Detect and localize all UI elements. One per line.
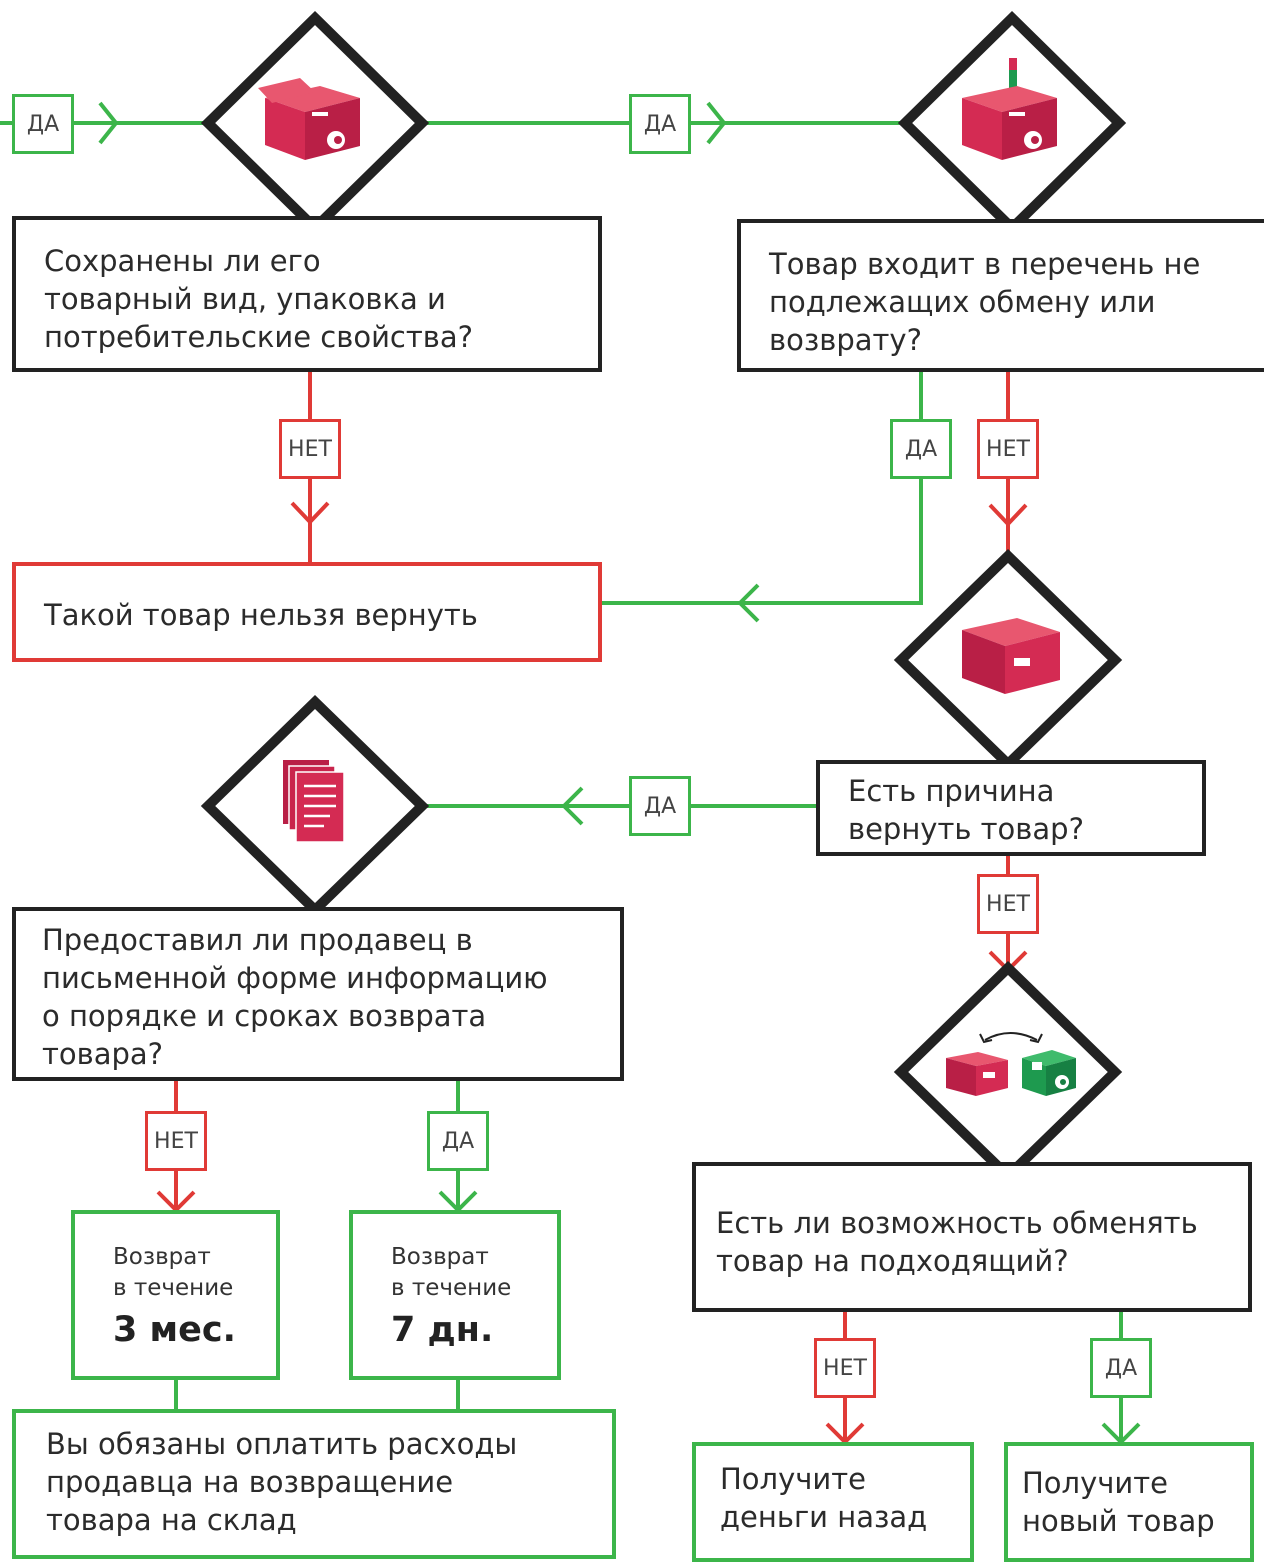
- result-box-7-days: Возврат в течение 7 дн.: [349, 1210, 561, 1380]
- result-text-cannot-return: Такой товар нельзя вернуть: [44, 598, 478, 632]
- red-box-rst-icon: [258, 78, 360, 160]
- arrow-q1-q2: [706, 101, 727, 145]
- arrow-q2-no: [988, 503, 1028, 527]
- question-text-q5: Есть ли возможность обменять товар на по…: [716, 1206, 1198, 1278]
- arrow-q2-yes: [737, 583, 760, 623]
- arrow-entry: [98, 101, 119, 145]
- question-box-q4: Предоставил ли продавец в письменной фор…: [12, 907, 624, 1081]
- question-box-q3: Есть причина вернуть товар?: [816, 760, 1206, 856]
- exchange-boxes-icon: [946, 1032, 1076, 1096]
- no-tag-q1: НЕТ: [279, 419, 341, 479]
- no-tag-q2: НЕТ: [977, 419, 1039, 479]
- result-7d-caption: Возврат в течение: [391, 1244, 512, 1301]
- documents-icon: [283, 760, 345, 843]
- yes-tag-q1: ДА: [629, 94, 691, 154]
- arrow-q1-no: [290, 501, 330, 525]
- no-tag-q4: НЕТ: [145, 1111, 207, 1171]
- arrow-q3-yes: [561, 786, 584, 826]
- result-text-new-item: Получите новый товар: [1022, 1466, 1215, 1538]
- result-box-cannot-return: Такой товар нельзя вернуть: [12, 562, 602, 662]
- question-text-q4: Предоставил ли продавец в письменной фор…: [42, 923, 548, 1071]
- yes-tag-q2: ДА: [890, 419, 952, 479]
- result-box-pay-costs: Вы обязаны оплатить расходы продавца на …: [12, 1409, 616, 1559]
- result-text-money-back: Получите деньги назад: [720, 1462, 928, 1534]
- yes-tag-q4: ДА: [427, 1111, 489, 1171]
- question-text-q1: Сохранены ли его товарный вид, упаковка …: [44, 244, 474, 354]
- connector-q2-yes: [602, 372, 923, 605]
- question-text-q3: Есть причина вернуть товар?: [848, 774, 1084, 846]
- result-text-pay-costs: Вы обязаны оплатить расходы продавца на …: [46, 1427, 518, 1537]
- red-box-banned-icon: [962, 58, 1057, 160]
- question-box-q1: Сохранены ли его товарный вид, упаковка …: [12, 216, 602, 372]
- result-box-new-item: Получите новый товар: [1004, 1442, 1254, 1562]
- yes-tag-entry: ДА: [12, 94, 74, 154]
- result-3m-value: 3 мес.: [113, 1310, 236, 1350]
- result-box-3-months: Возврат в течение 3 мес.: [71, 1210, 280, 1380]
- yes-tag-q3: ДА: [629, 776, 691, 836]
- no-tag-q3: НЕТ: [977, 874, 1039, 934]
- red-box-icon: [962, 618, 1060, 694]
- question-text-q2: Товар входит в перечень не подлежащих об…: [769, 247, 1201, 357]
- yes-tag-q5: ДА: [1090, 1338, 1152, 1398]
- result-3m-caption: Возврат в течение: [113, 1244, 234, 1301]
- question-box-q2: Товар входит в перечень не подлежащих об…: [737, 219, 1264, 372]
- question-box-q5: Есть ли возможность обменять товар на по…: [692, 1162, 1252, 1312]
- result-box-money-back: Получите деньги назад: [692, 1442, 974, 1562]
- result-7d-value: 7 дн.: [391, 1310, 494, 1350]
- no-tag-q5: НЕТ: [814, 1338, 876, 1398]
